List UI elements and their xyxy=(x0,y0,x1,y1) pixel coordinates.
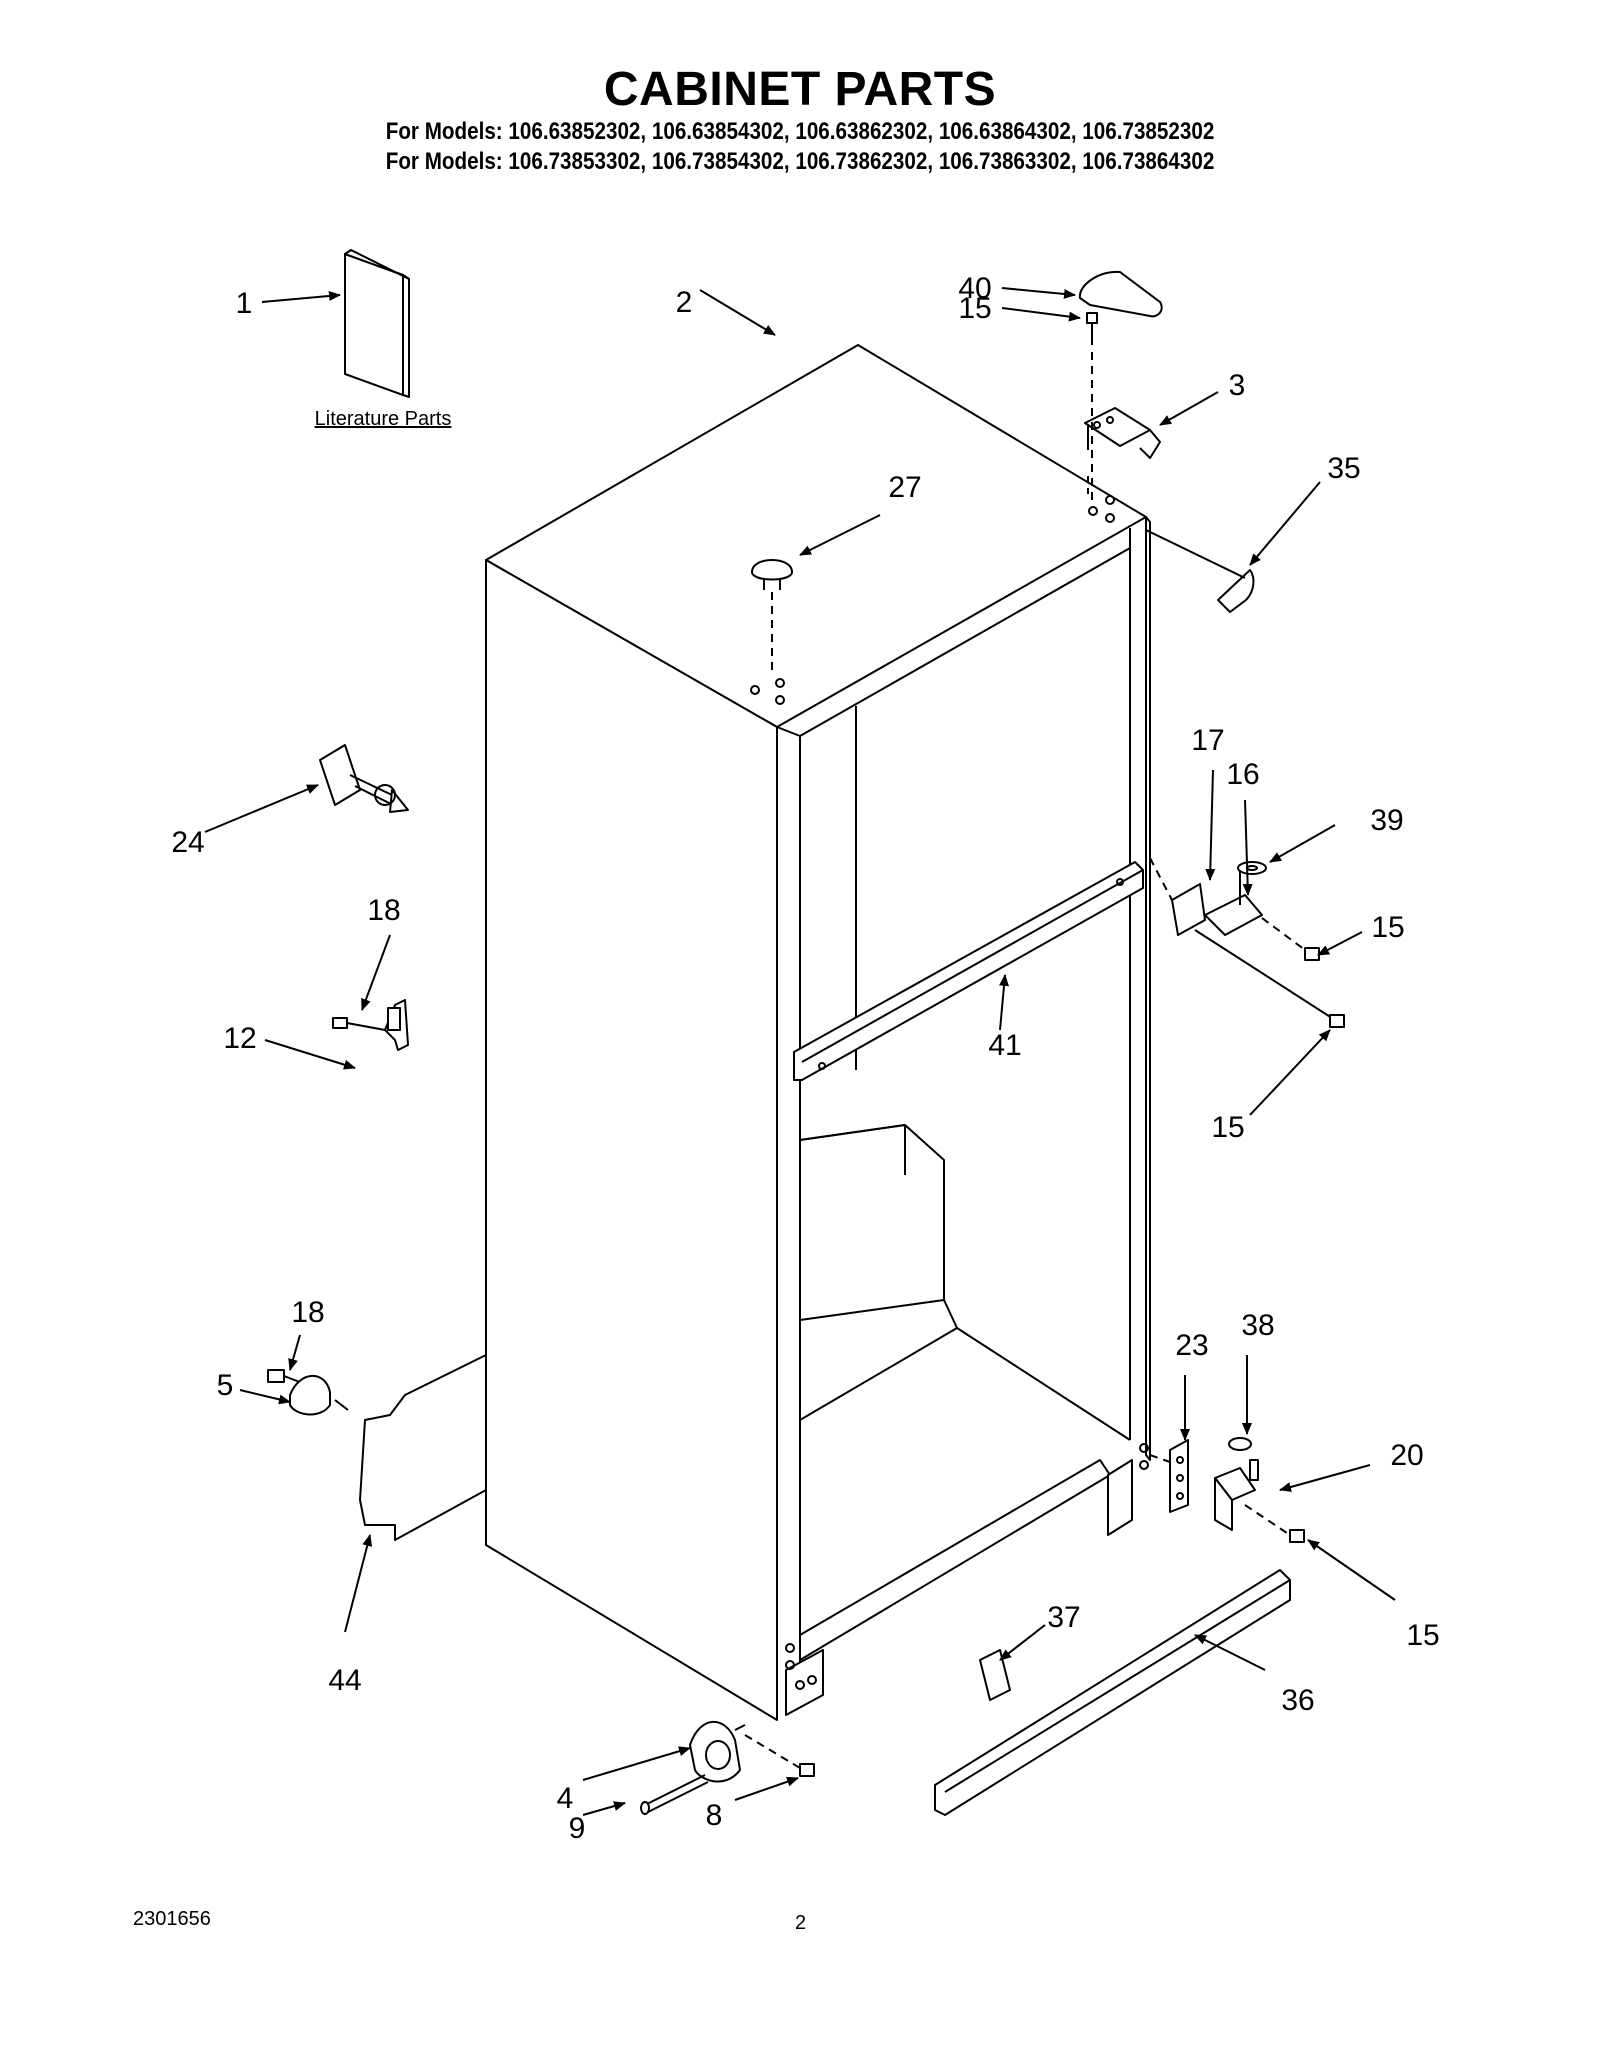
toe-grille xyxy=(934,1569,1291,1816)
lower-hinge xyxy=(1149,1437,1305,1543)
roller-assembly xyxy=(640,1720,815,1815)
callout-15-lower-middle: 15 xyxy=(1211,1111,1244,1144)
hinge-cover xyxy=(1078,270,1163,318)
part-5-clamp xyxy=(267,1369,349,1416)
doc-number: 2301656 xyxy=(133,1908,211,1930)
page-title: CABINET PARTS xyxy=(603,63,997,116)
callout-1: 1 xyxy=(236,287,253,320)
callout-4: 4 xyxy=(557,1782,574,1815)
callout-37: 37 xyxy=(1047,1601,1080,1634)
callout-20: 20 xyxy=(1390,1439,1423,1472)
callout-3: 3 xyxy=(1229,369,1246,402)
top-hinge xyxy=(1084,312,1161,500)
callout-36: 36 xyxy=(1281,1684,1314,1717)
callout-17: 17 xyxy=(1191,724,1224,757)
callout-18-lower: 18 xyxy=(291,1296,324,1329)
callout-9: 9 xyxy=(569,1812,586,1845)
callout-23: 23 xyxy=(1175,1329,1208,1362)
leveling-leg xyxy=(319,744,409,813)
callout-5: 5 xyxy=(217,1369,234,1402)
callout-15-top: 15 xyxy=(958,292,991,325)
literature-parts-label: Literature Parts xyxy=(315,408,452,430)
part-12-clip xyxy=(332,999,409,1051)
callout-38: 38 xyxy=(1241,1309,1274,1342)
page-number: 2 xyxy=(795,1912,807,1934)
callout-labels: 1 2 40 15 3 35 27 24 18 12 17 16 39 15 4… xyxy=(171,272,1439,1845)
callout-39: 39 xyxy=(1370,804,1403,837)
callout-41: 41 xyxy=(988,1029,1021,1062)
models-line-2: For Models: 106.73853302, 106.73854302, … xyxy=(385,148,1215,175)
callout-15-bottom: 15 xyxy=(1406,1619,1439,1652)
callout-27: 27 xyxy=(888,471,921,504)
callout-24: 24 xyxy=(171,826,204,859)
callout-15-middle: 15 xyxy=(1371,911,1404,944)
callout-8: 8 xyxy=(706,1799,723,1832)
middle-hinge xyxy=(1149,857,1345,1028)
literature-booklet xyxy=(344,249,410,398)
callout-16: 16 xyxy=(1226,758,1259,791)
callout-12: 12 xyxy=(223,1022,256,1055)
callout-44: 44 xyxy=(328,1664,361,1697)
callout-2: 2 xyxy=(676,286,693,319)
leader-lines xyxy=(204,287,1396,1816)
divider-bar xyxy=(793,861,1144,1081)
callout-35: 35 xyxy=(1327,452,1360,485)
callout-40: 40 xyxy=(958,272,991,305)
models-line-1: For Models: 106.63852302, 106.63854302, … xyxy=(385,118,1215,145)
callout-18-upper: 18 xyxy=(367,894,400,927)
cabinet-body xyxy=(359,344,1151,1721)
door-stop xyxy=(1145,529,1255,613)
plug-button xyxy=(751,559,793,670)
